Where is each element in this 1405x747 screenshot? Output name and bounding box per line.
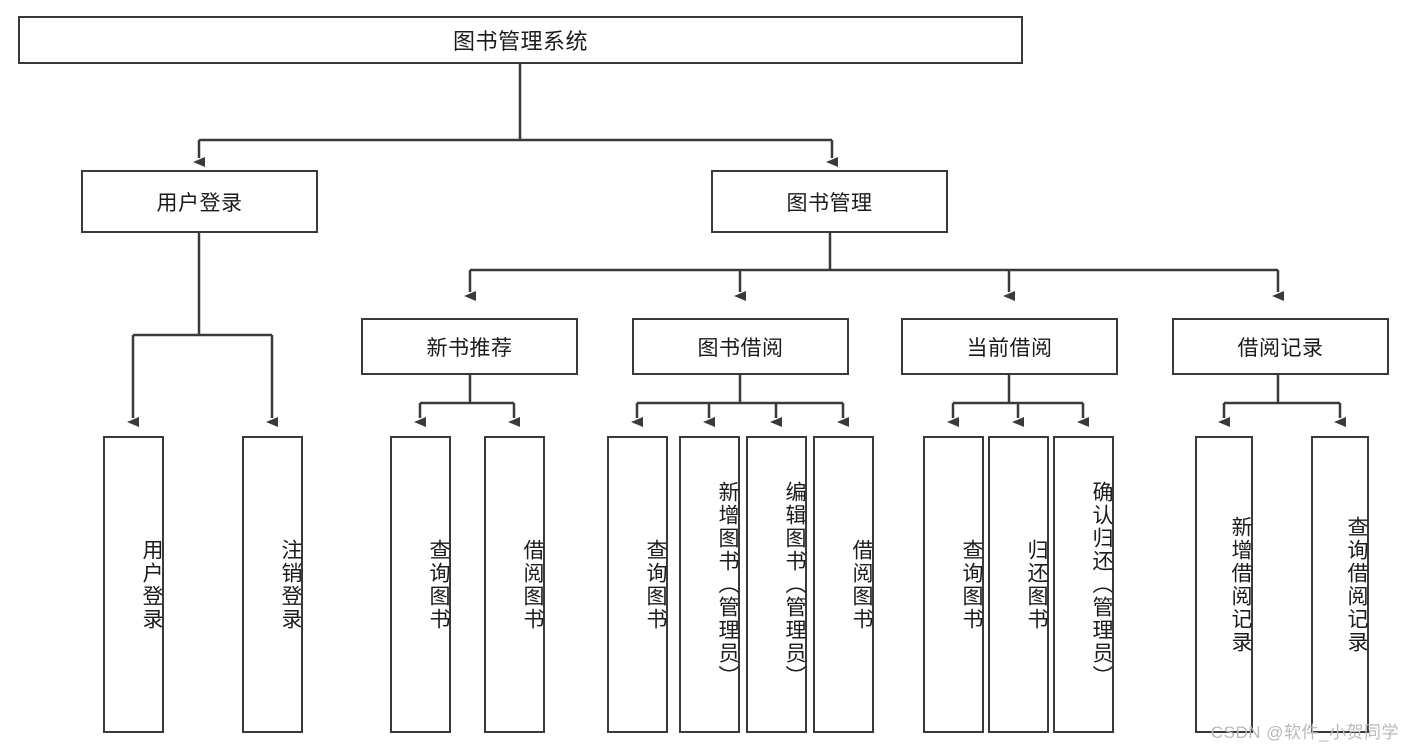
node-book-management[interactable]: 图书管理 xyxy=(711,170,948,233)
leaf-return-book[interactable]: 归还图书 xyxy=(988,436,1049,733)
node-label: 用户登录 xyxy=(140,538,163,631)
node-label: 查询图书 xyxy=(960,538,983,631)
node-new-book-recommend[interactable]: 新书推荐 xyxy=(361,318,578,375)
node-label: 新增借阅记录 xyxy=(1229,515,1252,654)
leaf-logout[interactable]: 注销登录 xyxy=(242,436,303,733)
leaf-borrow-book-recommend[interactable]: 借阅图书 xyxy=(484,436,545,733)
node-label: 图书管理系统 xyxy=(452,29,588,54)
leaf-add-book-admin[interactable]: 新增图书（管理员） xyxy=(679,436,740,733)
node-label: 图书管理 xyxy=(786,191,873,215)
node-label: 新增图书（管理员） xyxy=(716,481,739,688)
leaf-query-borrow-record[interactable]: 查询借阅记录 xyxy=(1311,436,1369,733)
node-root-system[interactable]: 图书管理系统 xyxy=(18,16,1023,64)
node-label: 图书借阅 xyxy=(697,336,784,360)
leaf-query-book-recommend[interactable]: 查询图书 xyxy=(390,436,451,733)
node-book-borrow[interactable]: 图书借阅 xyxy=(632,318,849,375)
node-label: 借阅图书 xyxy=(850,538,873,631)
node-label: 用户登录 xyxy=(156,191,243,215)
node-label: 确认归还（管理员） xyxy=(1090,481,1113,688)
leaf-query-book-current[interactable]: 查询图书 xyxy=(923,436,984,733)
watermark-text: CSDN @软件_小贺同学 xyxy=(1210,723,1399,742)
leaf-user-login[interactable]: 用户登录 xyxy=(103,436,164,733)
node-label: 注销登录 xyxy=(279,538,302,631)
node-label: 借阅图书 xyxy=(521,538,544,631)
node-label: 查询图书 xyxy=(427,538,450,631)
node-label: 新书推荐 xyxy=(426,336,513,360)
leaf-borrow-book[interactable]: 借阅图书 xyxy=(813,436,874,733)
node-label: 查询图书 xyxy=(644,538,667,631)
node-label: 当前借阅 xyxy=(966,336,1053,360)
leaf-add-borrow-record[interactable]: 新增借阅记录 xyxy=(1195,436,1253,733)
node-label: 查询借阅记录 xyxy=(1345,515,1368,654)
leaf-edit-book-admin[interactable]: 编辑图书（管理员） xyxy=(746,436,807,733)
leaf-confirm-return-admin[interactable]: 确认归还（管理员） xyxy=(1053,436,1114,733)
node-user-login[interactable]: 用户登录 xyxy=(81,170,318,233)
node-current-borrow[interactable]: 当前借阅 xyxy=(901,318,1118,375)
node-borrow-record[interactable]: 借阅记录 xyxy=(1172,318,1389,375)
node-label: 编辑图书（管理员） xyxy=(783,481,806,688)
leaf-query-book-borrow[interactable]: 查询图书 xyxy=(607,436,668,733)
node-label: 归还图书 xyxy=(1025,538,1048,631)
node-label: 借阅记录 xyxy=(1237,336,1324,360)
